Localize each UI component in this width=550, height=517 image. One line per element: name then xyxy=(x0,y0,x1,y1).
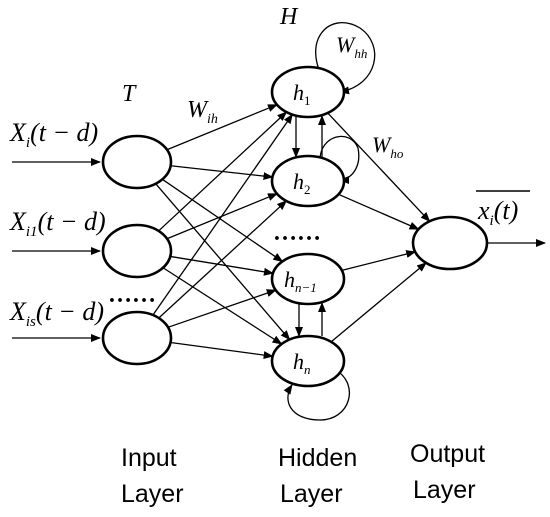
edge-input3-hidden2 xyxy=(158,200,288,319)
weight-label-who: Who xyxy=(372,132,404,161)
edge-input3-hidden4 xyxy=(170,341,274,360)
connection-edges xyxy=(152,104,431,360)
edge-input2-hidden1 xyxy=(158,111,288,232)
hidden-symbol-H: H xyxy=(279,4,299,30)
hidden-node-h1 xyxy=(270,65,346,119)
hidden-label-h1: h1 xyxy=(293,80,311,108)
edge-hidden4-output xyxy=(330,262,427,343)
edge-hidden3-output xyxy=(341,250,417,272)
output-label: xi(t) xyxy=(477,196,518,229)
input-node-2 xyxy=(101,223,173,279)
hidden-node-hn1 xyxy=(270,252,346,306)
hidden-node-h2 xyxy=(270,154,346,208)
edge-input1-hidden1 xyxy=(166,104,278,151)
self-loop-h2 xyxy=(319,135,360,184)
input-ellipsis: …… xyxy=(108,282,156,308)
hidden-node-hn xyxy=(270,334,346,388)
hidden-ellipsis: …… xyxy=(273,220,321,246)
self-loop-h1 xyxy=(315,22,376,95)
output-layer-caption-line1: Output xyxy=(410,440,485,468)
hidden-layer-caption-line2: Layer xyxy=(280,480,343,508)
input-layer-caption-line2: Layer xyxy=(121,480,184,508)
output-layer-caption-line2: Layer xyxy=(413,476,476,504)
input-layer-caption-line1: Input xyxy=(121,444,177,472)
hidden-layer-caption-line1: Hidden xyxy=(278,444,357,472)
self-loop-hn xyxy=(283,369,351,421)
output-node xyxy=(411,215,489,271)
edge-input1-hidden4 xyxy=(155,183,291,341)
weight-label-wih: Wih xyxy=(187,97,218,127)
edge-input3-hidden3 xyxy=(167,289,277,328)
weight-label-whh: Whh xyxy=(336,32,367,61)
input-symbol-T: T xyxy=(122,81,137,107)
hidden-label-hn: hn xyxy=(293,349,311,377)
input-node-3 xyxy=(101,310,173,366)
edge-input1-hidden3 xyxy=(161,178,284,263)
input-label-2: Xi1(t − d) xyxy=(9,207,106,240)
edge-hidden1-output xyxy=(327,112,431,223)
hidden-label-h2: h2 xyxy=(293,169,311,197)
edge-input1-hidden2 xyxy=(170,165,274,181)
edge-input2-hidden3 xyxy=(170,255,274,276)
input-label-3: Xis(t − d) xyxy=(9,297,104,330)
edge-input3-hidden1 xyxy=(152,113,293,316)
hidden-label-hn1: hn−1 xyxy=(284,267,317,295)
input-node-1 xyxy=(101,134,173,190)
input-label-1: Xi(t − d) xyxy=(9,118,98,151)
edge-hidden2-output xyxy=(338,193,420,230)
edge-input2-hidden4 xyxy=(162,267,283,345)
